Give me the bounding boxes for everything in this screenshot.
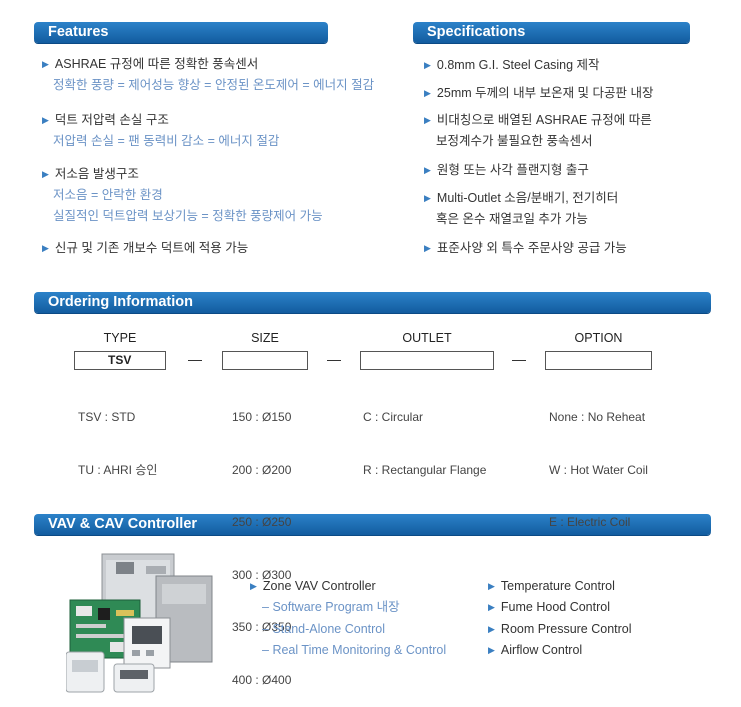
outlet-options: C : Circular R : Rectangular Flange	[363, 410, 487, 477]
separator-dash	[188, 360, 202, 361]
separator-dash	[327, 360, 341, 361]
dash-icon: –	[262, 600, 273, 615]
controller-left-list: ▶Zone VAV Controller – Software Program …	[250, 579, 447, 657]
size-options: 150 : Ø150 200 : Ø200 250 : Ø250 300 : Ø…	[232, 410, 292, 687]
type-field[interactable]: TSV	[74, 351, 166, 370]
size-field[interactable]	[222, 351, 308, 370]
bullet-icon: ▶	[424, 243, 431, 253]
bullet-icon: ▶	[250, 581, 257, 591]
option-options: None : No Reheat W : Hot Water Coil E : …	[549, 410, 648, 529]
features-header: Features	[34, 22, 328, 43]
feature-item: ▶저소음 발생구조 저소음 = 안락한 환경 실질적인 덕트압력 보상기능 = …	[42, 167, 323, 223]
bullet-icon: ▶	[424, 88, 431, 98]
ordering-header: Ordering Information	[34, 292, 711, 313]
bullet-icon: ▶	[42, 115, 49, 125]
feature-item: ▶ASHRAE 규정에 따른 정확한 풍속센서 정확한 풍량 = 제어성능 향상…	[42, 57, 375, 92]
dash-icon: –	[262, 642, 273, 657]
dash-icon: –	[262, 621, 273, 636]
controller-header: VAV & CAV Controller	[34, 514, 711, 535]
bullet-icon: ▶	[42, 169, 49, 179]
spec-item: ▶Multi-Outlet 소음/분배기, 전기히터 혹은 온수 재열코일 추가…	[424, 191, 619, 226]
bullet-icon: ▶	[424, 60, 431, 70]
bullet-icon: ▶	[488, 602, 495, 613]
type-options: TSV : STD TU : AHRI 승인	[78, 410, 158, 477]
spec-item: ▶0.8mm G.I. Steel Casing 제작	[424, 58, 600, 72]
specifications-header: Specifications	[413, 22, 690, 43]
option-field[interactable]	[545, 351, 652, 370]
bullet-icon: ▶	[488, 581, 495, 591]
option-header: OPTION	[574, 331, 623, 345]
type-header: TYPE	[103, 331, 137, 345]
bullet-icon: ▶	[42, 59, 49, 69]
spec-item: ▶표준사양 외 특수 주문사양 공급 가능	[424, 241, 627, 255]
size-header: SIZE	[251, 331, 279, 345]
bullet-icon: ▶	[42, 243, 49, 253]
bullet-icon: ▶	[424, 193, 431, 203]
controller-right-list: ▶Temperature Control ▶Fume Hood Control …	[488, 579, 632, 657]
controller-product-image	[66, 553, 213, 693]
outlet-header: OUTLET	[402, 331, 452, 345]
bullet-icon: ▶	[424, 165, 431, 175]
separator-dash	[512, 360, 526, 361]
bullet-icon: ▶	[488, 623, 495, 634]
feature-item: ▶덕트 저압력 손실 구조 저압력 손실 = 팬 동력비 감소 = 에너지 절감	[42, 113, 280, 148]
spec-item: ▶25mm 두께의 내부 보온재 및 다공판 내장	[424, 86, 654, 100]
outlet-field[interactable]	[360, 351, 494, 370]
feature-item: ▶신규 및 기존 개보수 덕트에 적용 가능	[42, 241, 249, 255]
spec-item: ▶원형 또는 사각 플랜지형 출구	[424, 163, 589, 177]
spec-item: ▶비대칭으로 배열된 ASHRAE 규정에 따른 보정계수가 불필요한 풍속센서	[424, 113, 652, 148]
bullet-icon: ▶	[424, 115, 431, 125]
bullet-icon: ▶	[488, 644, 495, 655]
